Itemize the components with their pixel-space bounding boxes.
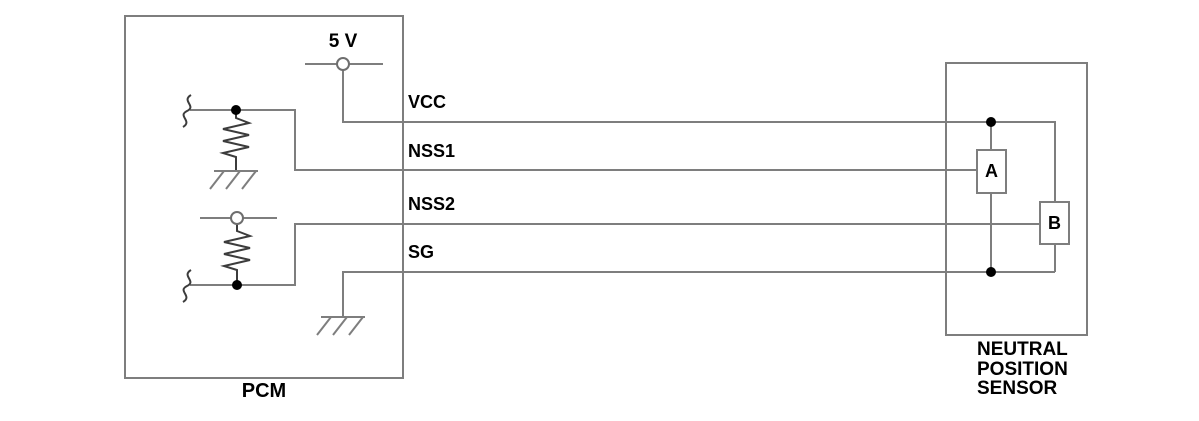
wire-nss2	[190, 223, 1055, 286]
sg-ground-icon	[316, 316, 365, 336]
wire-break-icon	[182, 94, 192, 128]
junction-dot	[986, 267, 996, 277]
wire-nss1	[190, 109, 991, 171]
nss2-resistor-icon	[220, 224, 254, 285]
pin-label-nss2: NSS2	[408, 194, 456, 214]
wire-break-icon	[182, 269, 192, 303]
nss1-pulldown-resistor-icon	[219, 110, 253, 171]
pin-label-nss1: NSS1	[408, 141, 456, 161]
pcm-label: PCM	[241, 380, 287, 402]
junction-dot	[231, 105, 241, 115]
pin-label-sg: SG	[408, 242, 435, 262]
power-terminal-icon	[336, 57, 350, 71]
junction-dot	[232, 280, 242, 290]
wire-vcc	[342, 64, 1056, 272]
junction-dot	[986, 117, 996, 127]
pcm-box	[124, 15, 404, 379]
sensor-element-a: A	[976, 149, 1007, 194]
pullup-terminal-icon	[230, 211, 244, 225]
pin-label-vcc: VCC	[408, 92, 447, 112]
sensor-label: NEUTRAL POSITION SENSOR	[977, 339, 1068, 399]
sensor-box	[945, 62, 1088, 336]
wire-sg	[342, 271, 1055, 317]
power-5v-label: 5 V	[328, 31, 358, 52]
ground-icon	[209, 170, 258, 190]
sensor-element-b: B	[1039, 201, 1070, 245]
